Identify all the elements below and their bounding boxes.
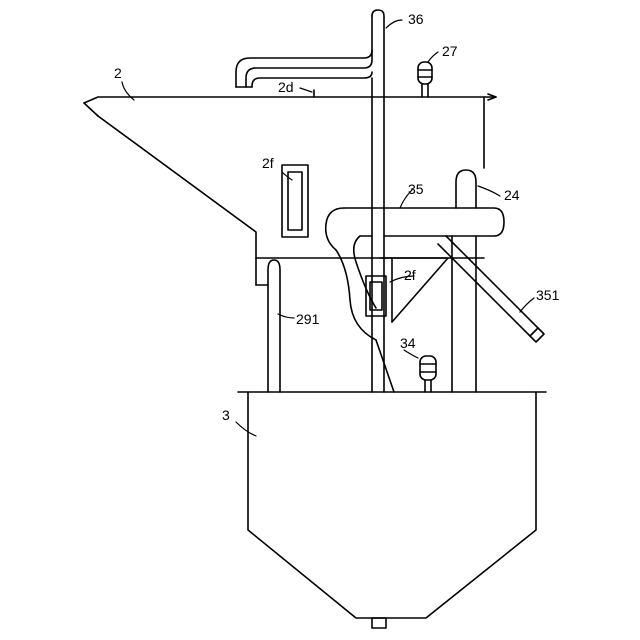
pipe-351 (438, 236, 544, 342)
lower-tank (238, 392, 546, 628)
label-351: 351 (536, 287, 560, 303)
chute-line (376, 340, 394, 392)
pipe-36 (236, 10, 384, 392)
label-3: 3 (222, 407, 230, 423)
pipe-24 (452, 170, 476, 392)
label-2: 2 (114, 65, 122, 81)
label-34: 34 (400, 335, 416, 351)
reference-labels: 36 27 2 2d 2f 35 24 2f 351 291 34 3 (114, 11, 560, 423)
label-27: 27 (442, 43, 458, 59)
label-36: 36 (408, 11, 424, 27)
label-2f-upper: 2f (262, 155, 274, 171)
motor-27 (418, 62, 432, 97)
label-291: 291 (296, 311, 320, 327)
pipe-291 (268, 260, 280, 392)
leader-lines (122, 20, 534, 436)
motor-34 (420, 356, 436, 392)
label-2d: 2d (278, 79, 294, 95)
label-24: 24 (504, 187, 520, 203)
label-2f-lower: 2f (404, 267, 416, 283)
label-35: 35 (408, 181, 424, 197)
